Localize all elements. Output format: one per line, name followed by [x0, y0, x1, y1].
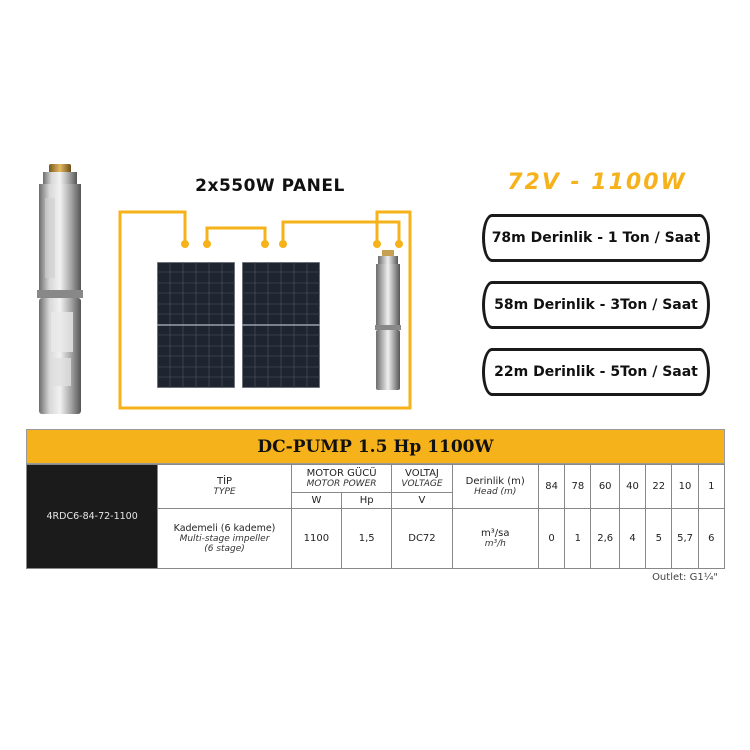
- performance-pill-1: 78m Derinlik - 1 Ton / Saat: [482, 214, 710, 262]
- depth-label: Derinlik (m): [465, 476, 525, 488]
- type-header: TİP TYPE: [157, 463, 292, 510]
- head-value: 10: [671, 463, 699, 510]
- depth-label-en: Head (m): [474, 487, 517, 498]
- solar-panel-left: [157, 262, 235, 388]
- flow-value: 1: [564, 508, 592, 569]
- flow-value: 2,6: [590, 508, 620, 569]
- voltage-header: VOLTAJ VOLTAGE: [391, 463, 453, 494]
- flow-label-en: m³/h: [484, 539, 506, 550]
- unit-hp: Hp: [341, 492, 393, 510]
- power-hp-cell: 1,5: [341, 508, 393, 569]
- voltage-label: VOLTAJ: [405, 468, 439, 480]
- flow-value: 4: [618, 508, 647, 569]
- solar-panel-right: [242, 262, 320, 388]
- voltage-power-title: 72V - 1100W: [507, 170, 687, 195]
- flow-value: 0: [537, 508, 566, 569]
- type-label: TİP: [216, 476, 233, 488]
- spec-table: 4RDC6-84-72-1100 TİP TYPE MOTOR GÜCÜ MOT…: [25, 463, 726, 569]
- outlet-note: Outlet: G1¼": [652, 572, 718, 583]
- model-cell: 4RDC6-84-72-1100: [25, 464, 159, 569]
- pump-small-image: [375, 250, 401, 390]
- flow-label: m³/sa: [481, 528, 510, 540]
- power-w-cell: 1100: [290, 508, 343, 569]
- head-value: 60: [590, 463, 620, 510]
- performance-pill-2: 58m Derinlik - 3Ton / Saat: [482, 281, 710, 329]
- voltage-cell: DC72: [391, 508, 453, 569]
- head-value: 78: [564, 463, 592, 510]
- motor-header: MOTOR GÜCÜ MOTOR POWER: [290, 463, 393, 494]
- unit-v: V: [391, 492, 453, 510]
- head-value: 40: [618, 463, 647, 510]
- head-value: 84: [537, 463, 566, 510]
- submersible-pump-image: [37, 164, 83, 414]
- voltage-label-en: VOLTAGE: [401, 479, 443, 490]
- flow-value: 6: [697, 508, 726, 569]
- flow-value: 5,7: [671, 508, 699, 569]
- head-value: 22: [645, 463, 673, 510]
- panel-title: 2x550W PANEL: [195, 176, 345, 196]
- impeller-label-en: Multi-stage impeller: [179, 534, 270, 545]
- impeller-label: Kademeli (6 kademe): [173, 523, 276, 535]
- motor-label-en: MOTOR POWER: [306, 479, 377, 490]
- performance-pill-3: 22m Derinlik - 5Ton / Saat: [482, 348, 710, 396]
- head-value: 1: [697, 463, 726, 510]
- impeller-stage-en: (6 stage): [204, 544, 245, 555]
- unit-w: W: [290, 492, 343, 510]
- type-label-en: TYPE: [213, 487, 236, 498]
- motor-label: MOTOR GÜCÜ: [306, 468, 377, 480]
- table-title: DC-PUMP 1.5 Hp 1100W: [26, 429, 725, 464]
- flow-label-cell: m³/sa m³/h: [451, 508, 539, 569]
- depth-header: Derinlik (m) Head (m): [451, 463, 539, 510]
- impeller-cell: Kademeli (6 kademe) Multi-stage impeller…: [157, 508, 292, 569]
- flow-value: 5: [645, 508, 673, 569]
